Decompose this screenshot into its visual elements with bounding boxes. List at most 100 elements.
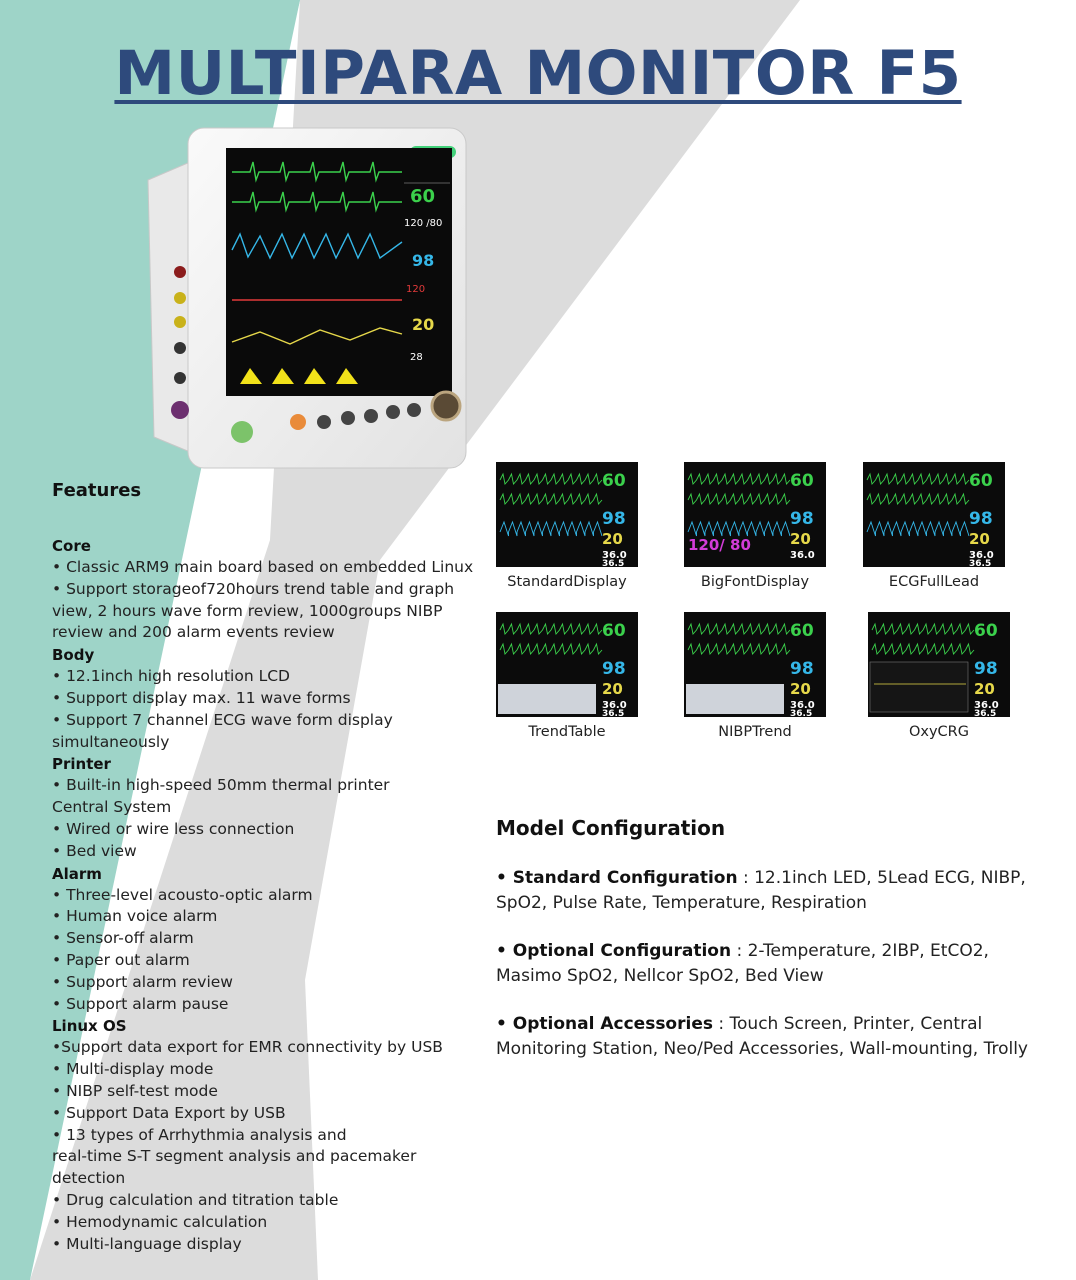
trend-table-area [498, 684, 596, 714]
thumb-nibp: 120/ 80 [688, 536, 751, 554]
ecg-trace [687, 622, 791, 635]
nibp-button[interactable] [364, 409, 378, 423]
thumb-spo2: 98 [974, 659, 998, 679]
ecg-wave-2 [232, 191, 402, 213]
thumb-temp: 36.0 [790, 550, 815, 561]
thumb-hr: 60 [790, 621, 814, 641]
display-thumbnail-label: StandardDisplay [507, 574, 627, 590]
feature-line: • Classic ARM9 main board based on embed… [52, 558, 474, 576]
thumb-temp: 36.0 [974, 700, 999, 711]
feature-section-title: Core [52, 537, 91, 555]
feature-line: • Built-in high-speed 50mm thermal print… [52, 776, 390, 795]
features-body: Core • Classic ARM9 main board based on e… [52, 535, 492, 1255]
thumb-temp2: 36.5 [969, 559, 991, 567]
feature-line: • Multi-display mode [52, 1060, 214, 1079]
feature-line: • Sensor-off alarm [52, 929, 194, 948]
model-body: • Standard Configuration : 12.1inch LED,… [496, 866, 1036, 1061]
monitor-device-image: 60 120 /80 98 120 20 28 [147, 127, 467, 469]
ecg-wave-1 [232, 161, 402, 183]
spo2-trace [499, 520, 603, 537]
display-thumbnail-label: ECGFullLead [888, 574, 980, 590]
display-thumbnail-label: TrendTable [528, 724, 606, 740]
spo2-trace [687, 520, 791, 537]
page-title-text: MULTIPARA MONITOR F5 [114, 38, 962, 109]
display-thumbnail-label: OxyCRG [908, 724, 969, 740]
ecg-trace [499, 492, 603, 505]
feature-line: • 13 types of Arrhythmia analysis and [52, 1125, 347, 1144]
thumb-resp: 20 [602, 530, 623, 548]
freeze-button[interactable] [341, 411, 355, 425]
thumb-resp: 20 [969, 530, 990, 548]
ecg-trace [499, 472, 603, 485]
thumb-spo2: 98 [602, 509, 626, 529]
thumb-resp: 20 [790, 680, 811, 698]
pause-button[interactable] [317, 415, 331, 429]
menu-button[interactable] [407, 403, 421, 417]
side-connectors [171, 266, 189, 419]
feature-line: • NIBP self-test mode [52, 1081, 218, 1100]
rotary-knob[interactable] [430, 390, 462, 422]
thumb-temp2: 36.5 [974, 709, 996, 717]
feature-line: • 12.1inch high resolution LCD [52, 667, 290, 686]
trend-table-area [686, 684, 784, 714]
power-button[interactable] [231, 421, 253, 443]
feature-line: • Support display max. 11 wave forms [52, 688, 351, 707]
thumb-temp2: 36.5 [790, 709, 812, 717]
features-heading: Features [52, 480, 142, 501]
device-temp-value: 28 [410, 352, 423, 363]
feature-line: simultaneously [52, 732, 170, 751]
spo2-trace [866, 520, 970, 537]
feature-line: • Multi-language display [52, 1234, 242, 1253]
thumb-spo2: 98 [790, 509, 814, 529]
print-button[interactable] [386, 405, 400, 419]
feature-line: real-time S-T segment analysis and pacem… [52, 1147, 417, 1166]
device-spo2-value: 98 [412, 251, 434, 270]
feature-line: • Support Data Export by USB [52, 1103, 286, 1122]
feature-line: detection [52, 1169, 126, 1188]
model-config-label: • Optional Configuration [496, 941, 732, 961]
model-heading: Model Configuration [496, 816, 726, 840]
feature-line: • Drug calculation and titration table [52, 1190, 339, 1209]
model-config-item: • Optional Configuration : 2-Temperature… [496, 939, 1036, 988]
model-config-item: • Optional Accessories : Touch Screen, P… [496, 1012, 1036, 1061]
display-thumbnail-label: BigFontDisplay [700, 574, 810, 590]
feature-line: • Support storageof720hours trend table … [52, 579, 455, 598]
ecg-trace [687, 642, 791, 655]
device-hr-value: 60 [410, 186, 435, 207]
ecg-trace [687, 472, 791, 485]
model-configuration-section: Model Configuration • Standard Configura… [496, 816, 1036, 1085]
model-config-text: : Touch Screen, Printer, Central Monitor… [496, 1014, 1028, 1059]
ecg-trace [866, 472, 970, 485]
page-title: MULTIPARA MONITOR F5 [0, 38, 1076, 109]
thumb-resp: 20 [974, 680, 995, 698]
thumb-spo2: 98 [969, 509, 993, 529]
silence-button[interactable] [290, 414, 306, 430]
ecg-trace [499, 642, 603, 655]
feature-section-title: Printer [52, 755, 111, 774]
thumb-resp: 20 [602, 680, 623, 698]
feature-line: • Human voice alarm [52, 907, 218, 926]
display-thumbnail-label: NIBPTrend [718, 724, 792, 740]
thumb-temp: 36.0 [790, 700, 815, 711]
feature-line: • Paper out alarm [52, 950, 190, 969]
thumb-temp: 36.0 [969, 550, 994, 561]
screen-bg [863, 462, 1005, 567]
thumb-hr: 60 [602, 471, 626, 491]
feature-line: • Bed view [52, 841, 137, 860]
features-section: Features Core • Classic ARM9 main board b… [52, 480, 492, 1255]
feature-line: • Support alarm review [52, 972, 233, 991]
feature-line: • Three-level acousto-optic alarm [52, 885, 313, 904]
model-config-text: : 2-Temperature, 2IBP, EtCO2, Masimo SpO… [496, 941, 989, 986]
feature-line: view, 2 hours wave form review, 1000grou… [52, 601, 443, 620]
thumb-hr: 60 [969, 471, 993, 491]
